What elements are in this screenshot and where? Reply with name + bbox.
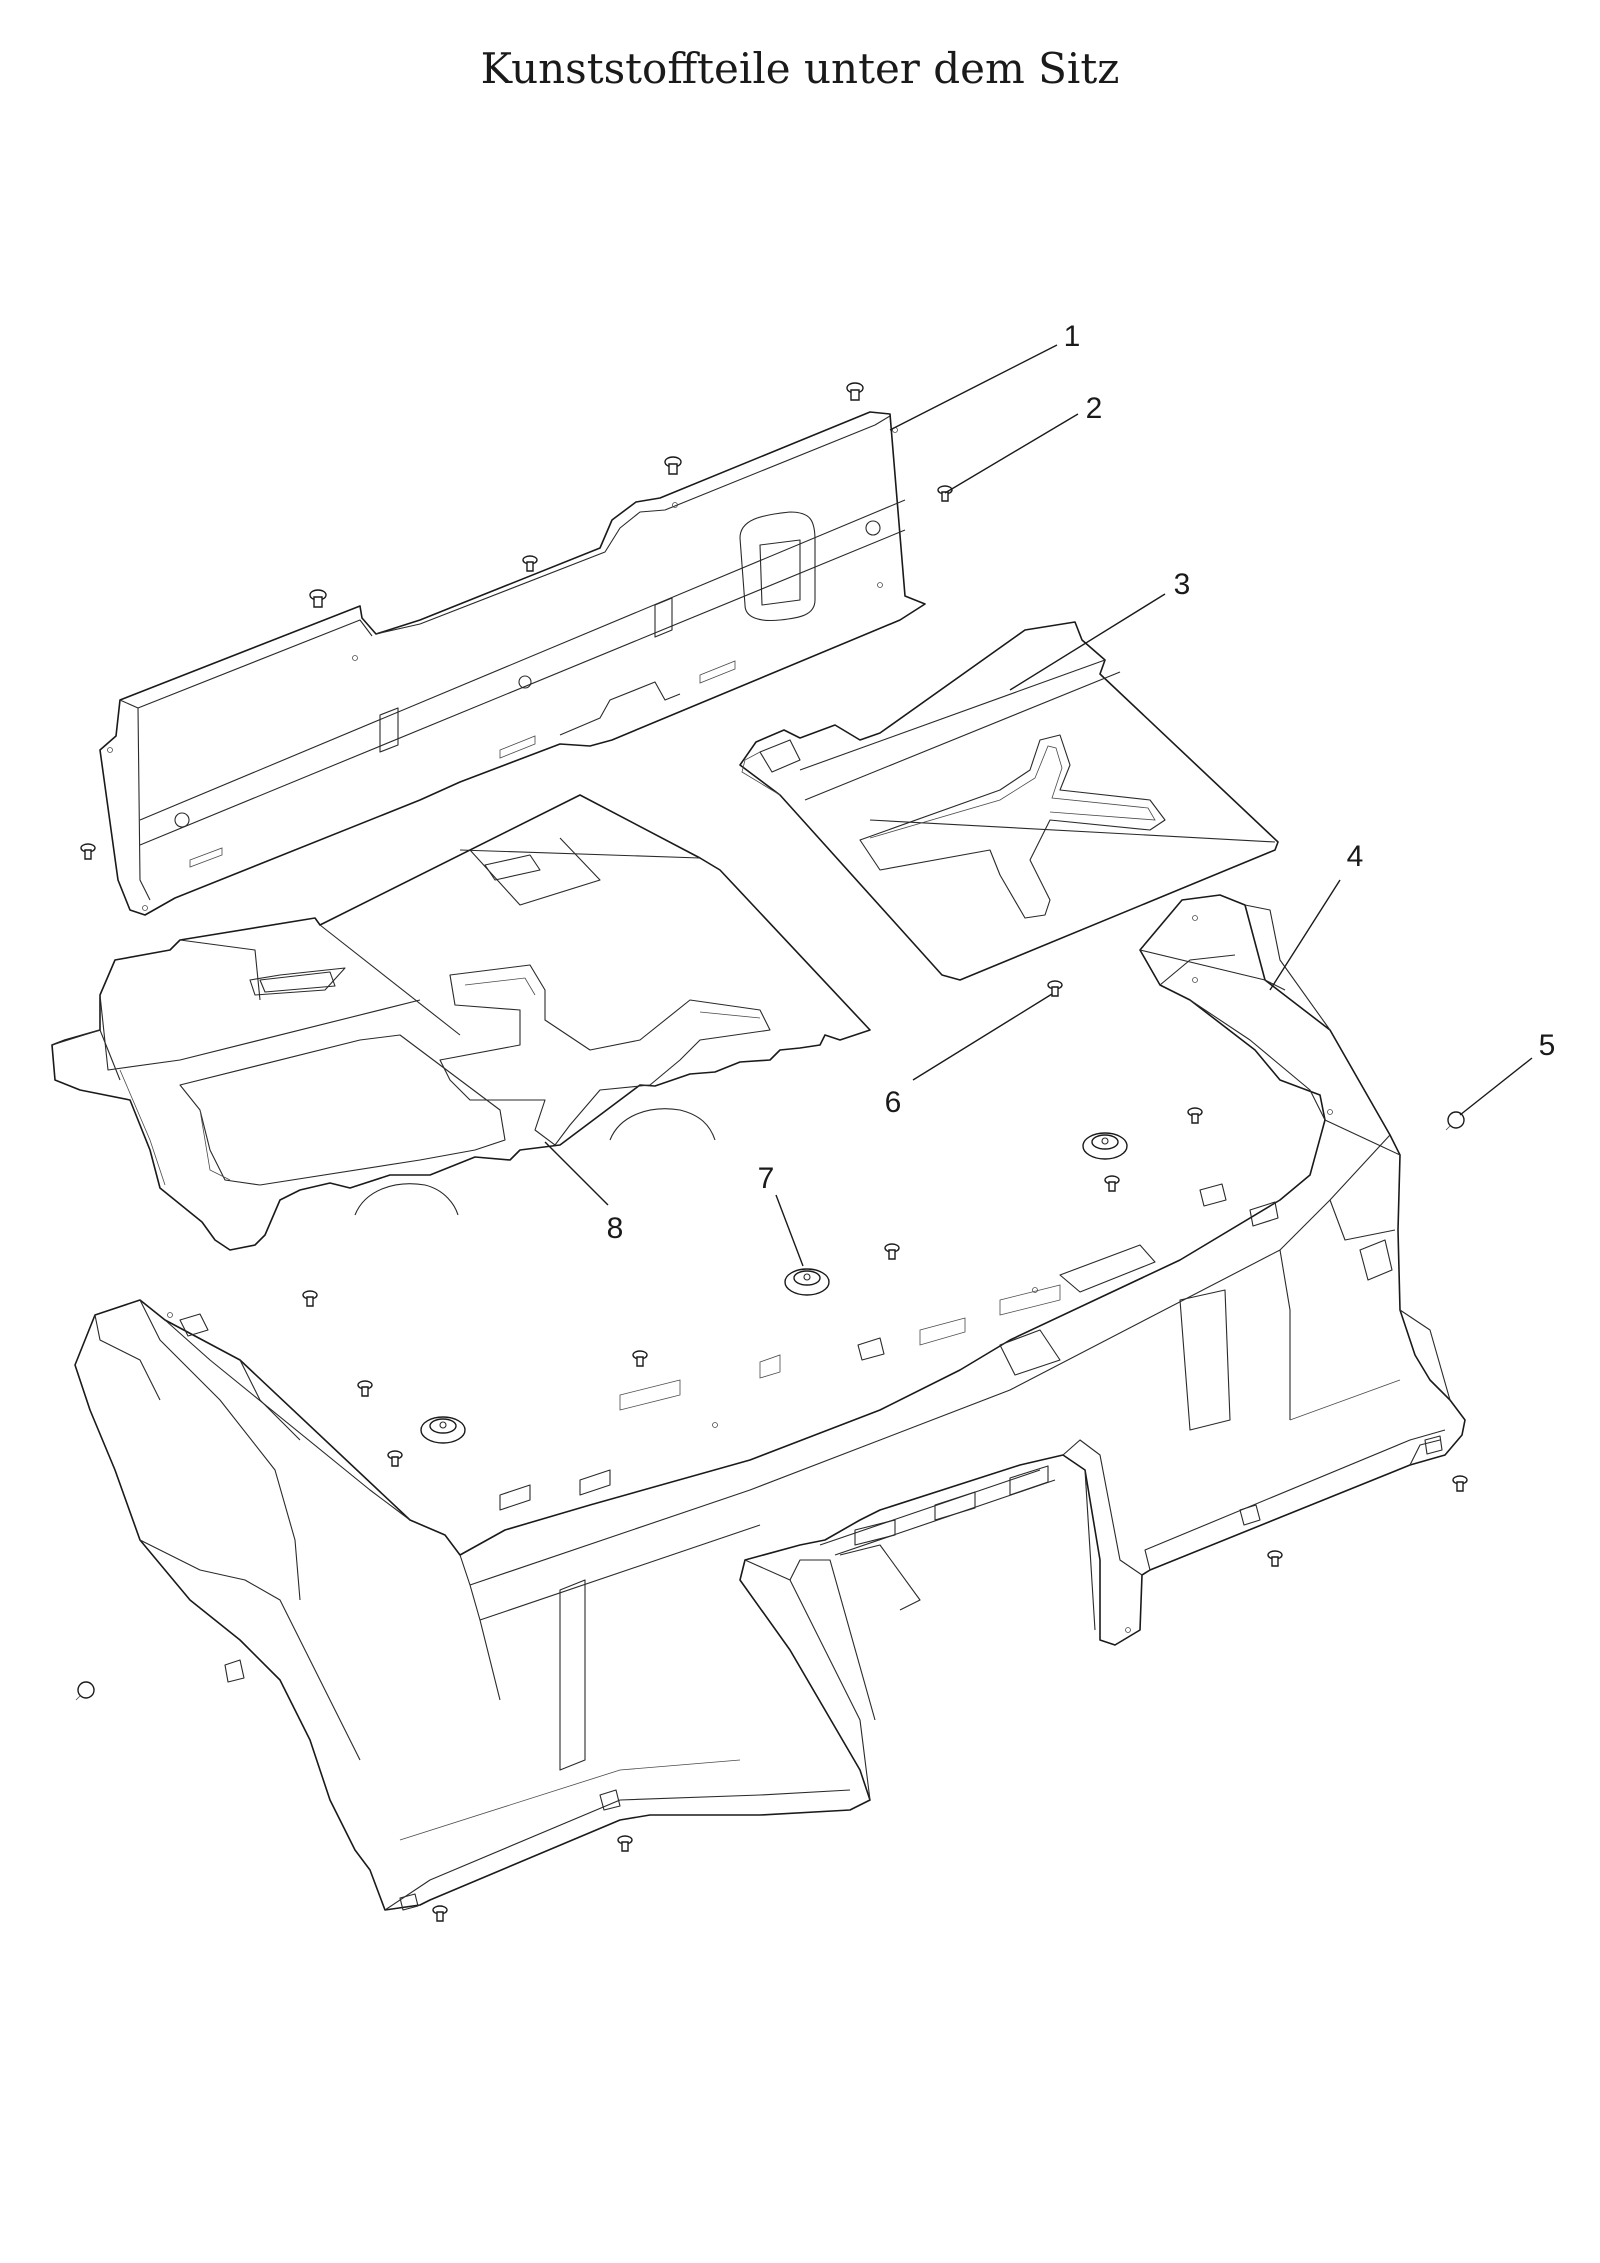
push-rivet-icon [1047, 980, 1063, 997]
callout-8: 8 [607, 1212, 624, 1245]
part-1-rear-panel[interactable] [99, 411, 926, 916]
push-rivet-icon [387, 1450, 403, 1467]
grommet-icon [420, 1416, 466, 1444]
callout-2: 2 [1086, 392, 1103, 425]
grommet-icon [784, 1268, 830, 1296]
fasteners [75, 382, 1468, 1922]
push-rivet-icon [432, 1905, 448, 1922]
push-rivet-icon [1104, 1175, 1120, 1192]
callout-leaders [544, 344, 1533, 1267]
push-rivet-icon [664, 456, 682, 475]
page-title: Kunststoffteile unter dem Sitz [480, 44, 1120, 93]
push-rivet-icon [522, 555, 538, 572]
part-4-seat-base[interactable] [74, 894, 1466, 1911]
push-rivet-icon [1187, 1107, 1203, 1124]
push-rivet-icon [309, 589, 327, 608]
part-8-left-floor-panel[interactable] [51, 794, 871, 1251]
push-rivet-icon [617, 1835, 633, 1852]
push-rivet-icon [357, 1380, 373, 1397]
grommet-icon [1082, 1132, 1128, 1160]
round-clip-icon [1445, 1111, 1465, 1131]
push-rivet-icon [1267, 1550, 1283, 1567]
push-rivet-icon [937, 485, 953, 502]
round-clip-icon [75, 1681, 95, 1701]
callout-6: 6 [885, 1086, 902, 1119]
push-rivet-icon [80, 843, 96, 860]
push-rivet-icon [302, 1290, 318, 1307]
callout-labels: 1 2 3 4 5 6 7 8 [607, 320, 1556, 1245]
callout-3: 3 [1174, 568, 1191, 601]
part-3-right-floor-panel[interactable] [739, 621, 1279, 981]
callout-4: 4 [1347, 840, 1364, 873]
push-rivet-icon [1452, 1475, 1468, 1492]
callout-5: 5 [1539, 1029, 1556, 1062]
callout-7: 7 [758, 1162, 775, 1195]
push-rivet-icon [846, 382, 864, 401]
callout-1: 1 [1064, 320, 1081, 353]
push-rivet-icon [632, 1350, 648, 1367]
push-rivet-icon [884, 1243, 900, 1260]
